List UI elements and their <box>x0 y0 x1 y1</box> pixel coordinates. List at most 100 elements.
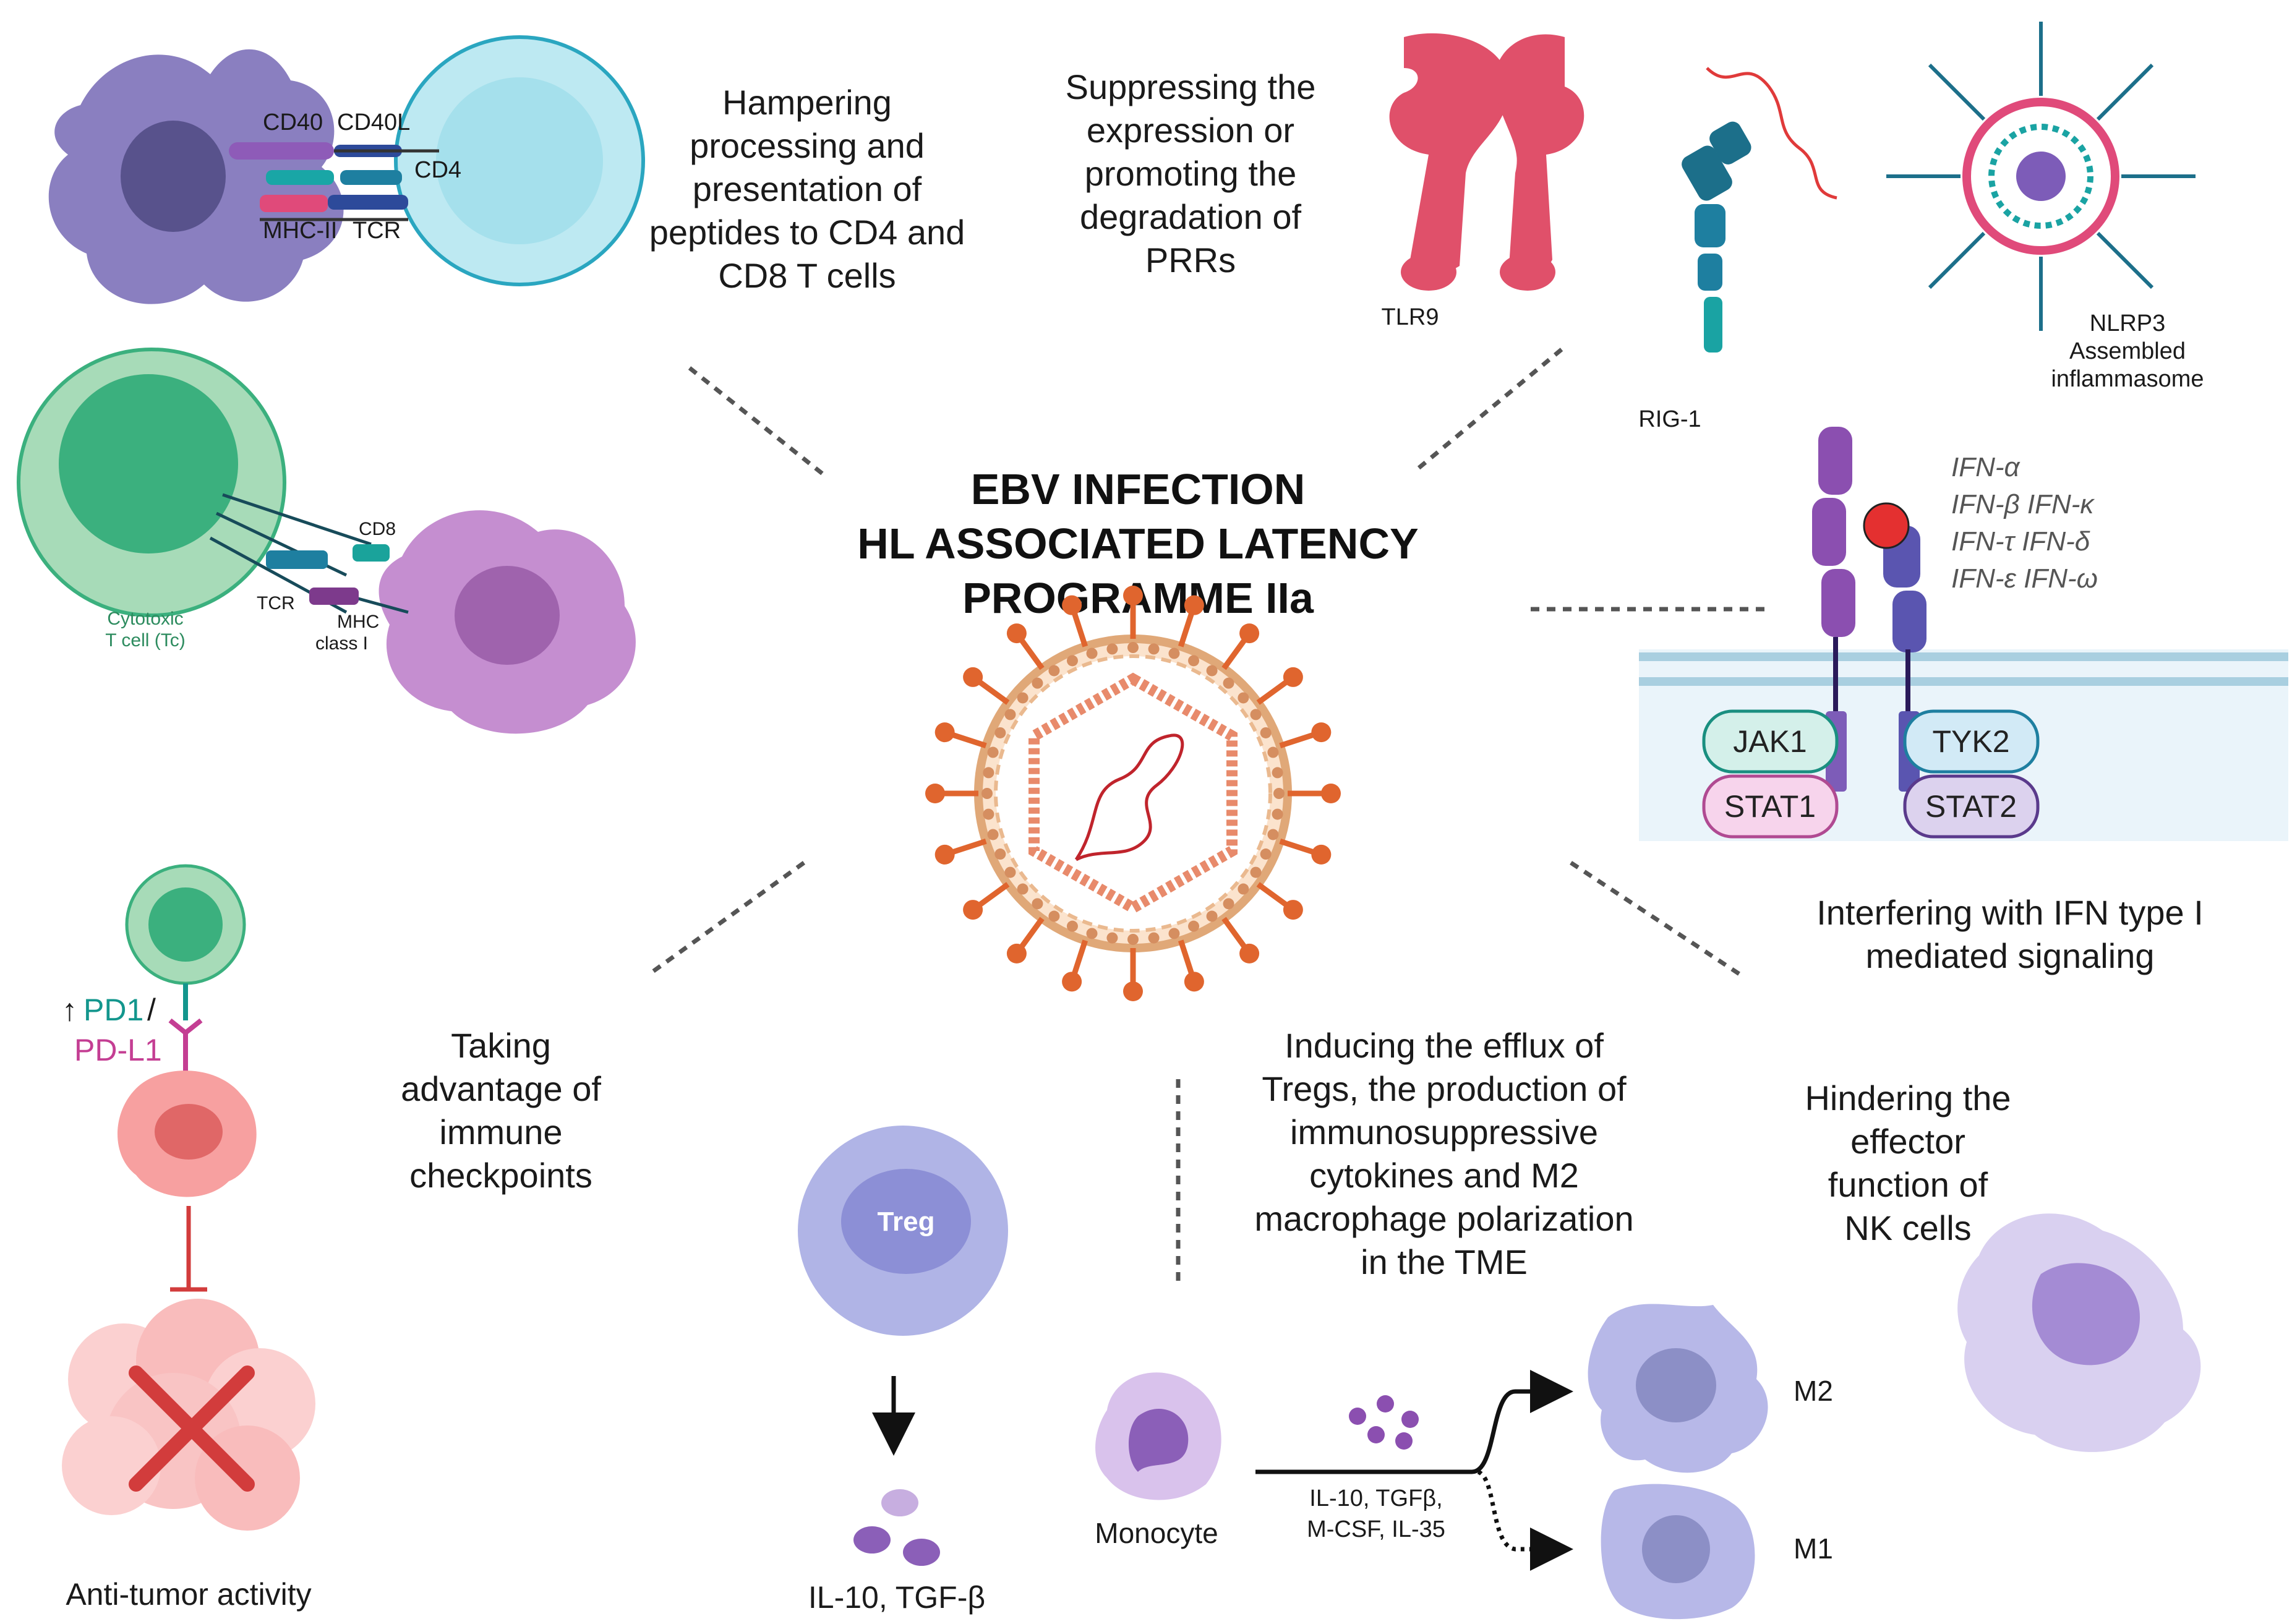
tegument-dot <box>1086 928 1098 939</box>
tegument-dot <box>981 788 993 799</box>
virus-spike-head <box>1184 972 1204 992</box>
tegument-dot <box>1188 920 1200 932</box>
svg-text:Tregs, the production of: Tregs, the production of <box>1262 1069 1627 1108</box>
monocyte-label: Monocyte <box>1095 1517 1218 1549</box>
tegument-dot <box>1223 677 1234 689</box>
tegument-dot <box>1272 808 1283 820</box>
m2-macrophage-icon <box>1588 1304 1768 1473</box>
tegument-dot <box>1106 643 1118 655</box>
ifn-label-1: IFN-α <box>1951 452 2021 482</box>
virus-spike-head <box>1283 667 1303 687</box>
tegument-dot <box>1086 647 1098 659</box>
svg-text:PRRs: PRRs <box>1145 241 1236 280</box>
dendritic-cell-icon <box>48 49 344 304</box>
svg-text:function of: function of <box>1828 1165 1988 1204</box>
m2-arrow <box>1255 1370 1573 1474</box>
caption-tregs: Inducing the efflux of Tregs, the produc… <box>1254 1026 1633 1281</box>
svg-text:Suppressing the: Suppressing the <box>1066 67 1316 106</box>
tegument-dot <box>1267 829 1279 840</box>
factors-label-2: M-CSF, IL-35 <box>1307 1516 1445 1542</box>
mhc2-label: MHC-II <box>263 218 337 244</box>
connector-lines <box>648 348 1769 1283</box>
mhc1-label-2: class I <box>315 633 368 654</box>
tc-label-1: Cytotoxic <box>107 609 183 629</box>
virus-spike-head <box>1321 784 1341 803</box>
ebv-virion-icon <box>925 586 1341 1001</box>
cd8-label: CD8 <box>359 519 396 539</box>
virus-spike-head <box>1123 981 1143 1001</box>
ctl-panel: CD8 TCR MHC class I Cytotoxic T cell (Tc… <box>17 348 636 734</box>
svg-text:processing and: processing and <box>690 126 925 165</box>
tegument-dot <box>1048 665 1060 677</box>
svg-text:checkpoints: checkpoints <box>409 1156 592 1195</box>
svg-text:Inducing the efflux of: Inducing the efflux of <box>1285 1026 1604 1065</box>
tegument-dot <box>1004 709 1016 720</box>
svg-text:macrophage polarization: macrophage polarization <box>1254 1199 1633 1238</box>
cross-icon <box>129 1365 255 1492</box>
virus-spike-head <box>1311 844 1332 865</box>
anti-tumor-label: Anti-tumor activity <box>66 1577 311 1612</box>
cytokine-dots-icon <box>853 1489 940 1566</box>
tegument-dot <box>1260 727 1272 738</box>
title-block: EBV INFECTION HL ASSOCIATED LATENCY PROG… <box>857 465 1418 622</box>
nk-cell-icon <box>1957 1213 2201 1452</box>
tegument-dot <box>1127 934 1139 945</box>
m1-label: M1 <box>1794 1532 1833 1565</box>
tegument-dot <box>1048 910 1060 922</box>
virus-spike-head <box>1239 943 1260 964</box>
tegument-dot <box>1223 898 1234 910</box>
tegument-dot <box>987 829 999 840</box>
tegument-dot <box>1238 883 1249 895</box>
arrow-up-symbol: ↑ <box>62 993 77 1027</box>
stat2-box: STAT2 <box>1903 774 2040 839</box>
tegument-dot <box>1032 898 1043 910</box>
caption-prr: Suppressing the expression or promoting … <box>1066 67 1316 280</box>
virus-spike-head <box>1006 623 1027 644</box>
slash-label: / <box>147 993 156 1027</box>
tc-label-2: T cell (Tc) <box>105 630 185 651</box>
tegument-dot <box>983 808 994 820</box>
nlrp3-label-3: inflammasome <box>2051 366 2204 392</box>
caption-ifn: Interfering with IFN type I mediated sig… <box>1816 893 2204 975</box>
tegument-dot <box>1272 767 1283 779</box>
caption-nk: Hindering the effector function of NK ce… <box>1805 1079 2011 1247</box>
factors-label-1: IL-10, TGFβ, <box>1309 1485 1442 1511</box>
pdl1-label: PD-L1 <box>74 1033 162 1067</box>
virus-spike-head <box>934 722 955 743</box>
tcr-label-cd4: TCR <box>353 218 401 244</box>
cd4-t-cell-icon <box>394 35 645 286</box>
svg-text:promoting the: promoting the <box>1085 154 1296 193</box>
svg-text:Hampering: Hampering <box>722 83 892 122</box>
svg-text:expression or: expression or <box>1087 111 1294 150</box>
ifnar-receptor-icon <box>1812 427 1926 792</box>
tcr-label-cd8: TCR <box>257 593 295 613</box>
apc-cd4-panel: CD40 CD40L CD4 MHC-II TCR <box>48 35 645 304</box>
ifn-label-2: IFN-β IFN-κ <box>1951 489 2095 519</box>
tegument-dot <box>1267 746 1279 758</box>
tegument-dot <box>983 767 994 779</box>
tegument-dot <box>1106 932 1118 944</box>
treg-cytokines-label: IL-10, TGF-β <box>808 1580 985 1615</box>
svg-text:Interfering with IFN type I: Interfering with IFN type I <box>1816 893 2204 932</box>
svg-text:STAT1: STAT1 <box>1724 789 1816 824</box>
tegument-dot <box>1017 883 1028 895</box>
virus-spike-head <box>1311 722 1332 743</box>
checkpoint-panel: ↑ PD1 / PD-L1 Anti-tumor activity <box>62 864 315 1612</box>
title-line-2: HL ASSOCIATED LATENCY <box>857 519 1418 568</box>
tlr9-icon <box>1389 33 1584 291</box>
virus-spike-head <box>1006 943 1027 964</box>
cd40l-label: CD40L <box>337 109 410 135</box>
title-line-1: EBV INFECTION <box>971 465 1306 513</box>
nlrp3-label-2: Assembled <box>2069 338 2186 364</box>
factor-dots-icon <box>1349 1395 1419 1450</box>
svg-text:presentation of: presentation of <box>693 169 922 208</box>
virus-spike-head <box>963 667 983 687</box>
t-cell-icon <box>125 864 246 1020</box>
m1-macrophage-icon <box>1601 1484 1755 1620</box>
tegument-dot <box>1206 910 1218 922</box>
tegument-dot <box>1168 928 1180 939</box>
treg-label: Treg <box>878 1207 935 1237</box>
virus-spike-head <box>1062 972 1082 992</box>
tegument-dot <box>1260 848 1272 860</box>
tegument-dot <box>987 746 999 758</box>
